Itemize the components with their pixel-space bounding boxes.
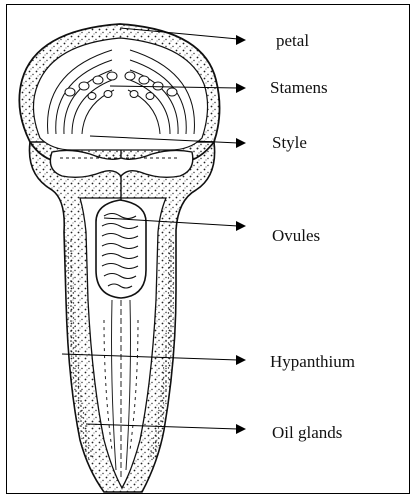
label-oil-glands: Oil glands [272, 424, 342, 441]
label-hypanthium: Hypanthium [270, 353, 355, 370]
label-stamens: Stamens [270, 79, 328, 96]
label-style: Style [272, 134, 307, 151]
label-petal: petal [276, 32, 309, 49]
ovary [96, 200, 146, 298]
label-ovules: Ovules [272, 227, 320, 244]
